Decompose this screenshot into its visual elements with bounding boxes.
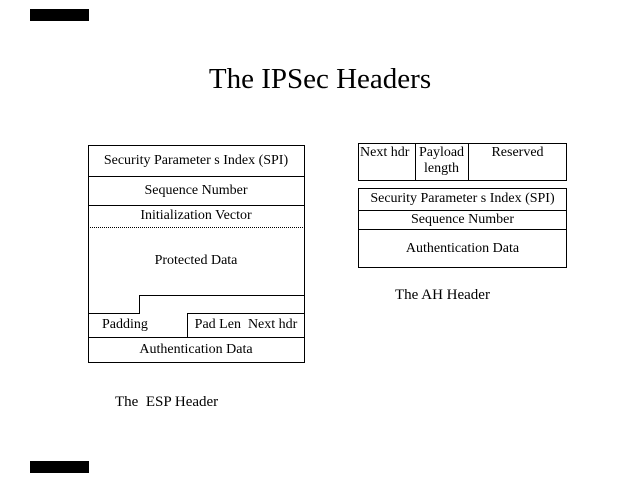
esp-step-vertical-line	[139, 295, 140, 314]
esp-line-below-sequence	[88, 205, 305, 206]
ah-top-row-box	[358, 143, 567, 181]
esp-padlen-box-top-line	[187, 313, 305, 314]
esp-protected-data-label: Protected Data	[154, 253, 238, 268]
page-title: The IPSec Headers	[208, 63, 432, 95]
esp-sequence-number-label: Sequence Number	[144, 182, 248, 198]
esp-border-right-line	[304, 145, 305, 363]
esp-authentication-data-label: Authentication Data	[139, 341, 253, 357]
esp-initialization-vector-label: Initialization Vector	[140, 208, 252, 223]
esp-line-above-auth	[88, 337, 305, 338]
ah-main-box	[358, 188, 567, 268]
esp-padlen-nexthdr-label: Pad Len Next hdr	[194, 317, 298, 332]
ah-authentication-data-label: Authentication Data	[405, 240, 520, 256]
top-left-mark	[30, 9, 89, 21]
ah-payload-length-label: Payload length	[418, 145, 465, 176]
ah-reserved-label: Reserved	[491, 145, 544, 160]
esp-step-bottom-line	[88, 313, 140, 314]
esp-padding-label: Padding	[102, 317, 148, 332]
ah-top-row-divider-2	[468, 143, 469, 181]
esp-bottom-line	[88, 362, 305, 363]
esp-top-line	[88, 145, 305, 146]
ah-line-below-spi	[358, 210, 567, 211]
ah-spi-label: Security Parameter s Index (SPI)	[370, 191, 555, 206]
ah-caption: The AH Header	[395, 287, 490, 303]
esp-border-left-line	[88, 145, 89, 363]
ah-top-row-divider-1	[415, 143, 416, 181]
esp-line-below-spi	[88, 176, 305, 177]
ah-sequence-number-label: Sequence Number	[410, 211, 515, 227]
esp-padlen-box-left-line	[187, 313, 188, 338]
ah-line-below-sequence	[358, 229, 567, 230]
esp-dotted-line-below-iv	[88, 227, 305, 228]
esp-spi-label: Security Parameter s Index (SPI)	[103, 152, 289, 168]
ah-next-hdr-label: Next hdr	[360, 145, 410, 160]
bottom-left-mark	[30, 461, 89, 473]
esp-caption: The ESP Header	[115, 394, 219, 410]
esp-step-top-line	[139, 295, 305, 296]
